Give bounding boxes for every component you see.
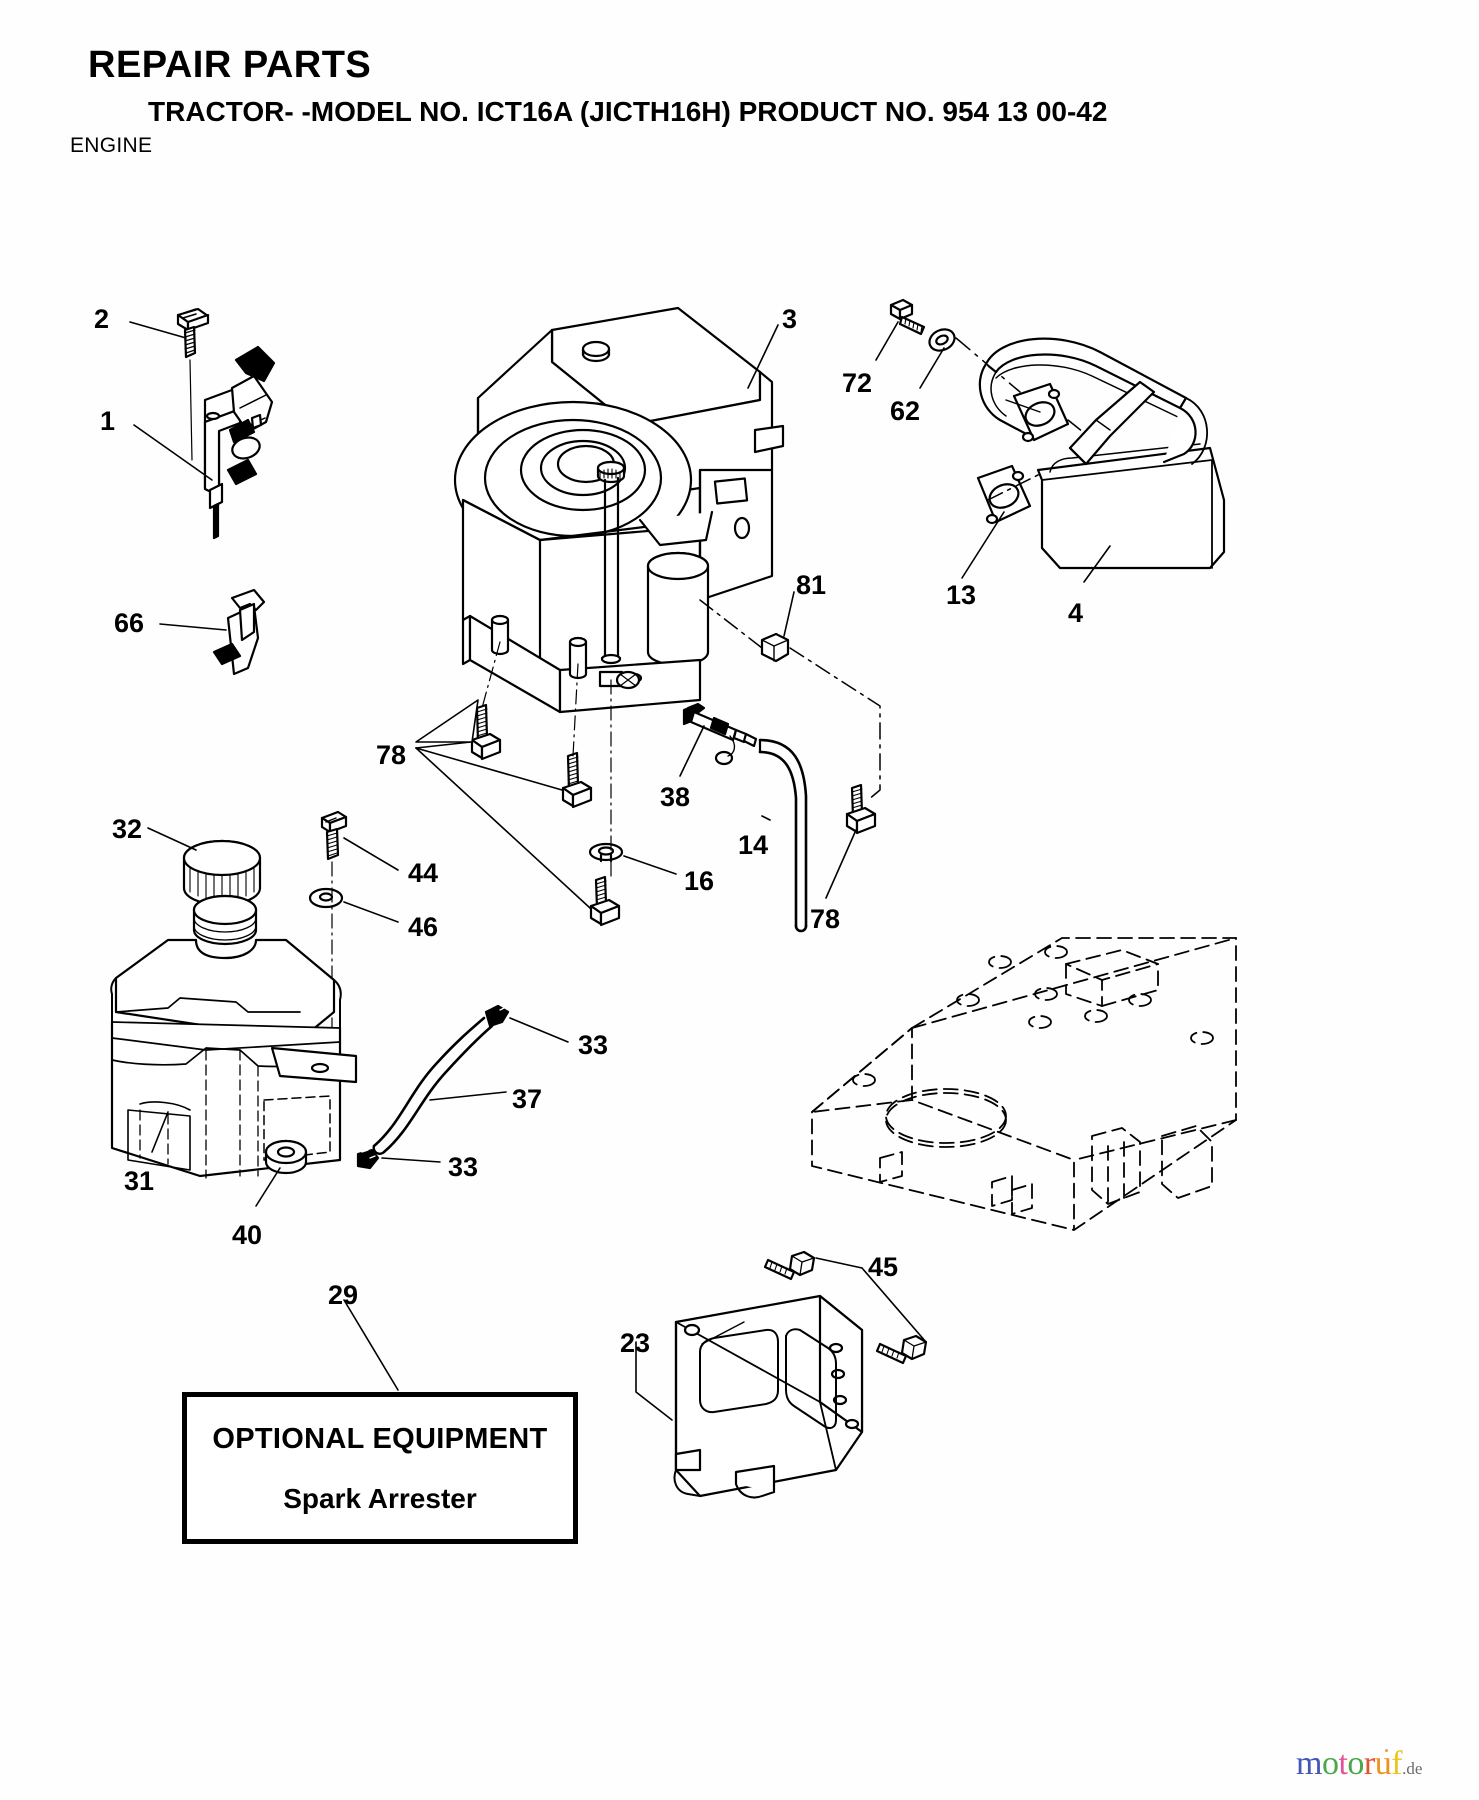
callout-78: 78 [376, 740, 407, 770]
callout-38: 38 [660, 782, 691, 812]
callout-72: 72 [842, 368, 873, 398]
art-chassis-phantom [812, 938, 1236, 1230]
watermark-letter-m: m [1296, 1745, 1322, 1782]
optional-equipment-box: OPTIONAL EQUIPMENT Spark Arrester [182, 1392, 578, 1544]
callout-62: 62 [890, 396, 921, 426]
callout-2: 2 [94, 304, 110, 334]
callout-14: 14 [738, 830, 769, 860]
callout-81: 81 [796, 570, 827, 600]
callout-lead-29 [344, 1300, 398, 1390]
callout-45: 45 [868, 1252, 899, 1282]
motoruf-watermark: motoruf.de • [1296, 1743, 1423, 1783]
callout-32: 32 [112, 814, 143, 844]
watermark-letter-o1: o [1321, 1745, 1339, 1782]
art-engine [455, 308, 783, 712]
art-washer-16 [590, 680, 676, 876]
art-fuel-shutoff-valve [680, 704, 756, 776]
art-bolt-78-right [826, 785, 875, 898]
art-engine-bracket [636, 1252, 926, 1498]
callout-78-right: 78 [810, 904, 841, 934]
watermark-letter-o2: o [1347, 1745, 1364, 1782]
art-engine-mount-bolts [416, 642, 619, 925]
callout-46: 46 [408, 912, 439, 942]
art-throttle-control [130, 309, 274, 538]
model-number-line: TRACTOR- -MODEL NO. ICT16A (JICTH16H) PR… [148, 96, 1108, 127]
callout-31: 31 [124, 1166, 155, 1196]
callout-40: 40 [232, 1220, 263, 1250]
callout-16: 16 [684, 866, 715, 896]
watermark-suffix: .de [1402, 1759, 1423, 1778]
art-nut [700, 592, 880, 800]
watermark-letter-r: r [1363, 1745, 1375, 1782]
watermark-accent-dot-icon: • [1384, 1743, 1389, 1758]
watermark-letter-f: f [1391, 1745, 1403, 1782]
art-clip-bracket [160, 590, 264, 674]
callout-33: 33 [578, 1030, 609, 1060]
callout-66: 66 [114, 608, 145, 638]
callout-23: 23 [620, 1328, 651, 1358]
art-fuel-tank-screw [310, 812, 398, 1148]
art-fuel-tank [111, 896, 356, 1178]
callout-37: 37 [512, 1084, 543, 1114]
callout-3: 3 [782, 304, 798, 334]
callout-29: 29 [328, 1280, 359, 1310]
page-title: REPAIR PARTS [88, 44, 372, 86]
callout-1: 1 [100, 406, 116, 436]
optional-equipment-subtitle: Spark Arrester [283, 1483, 477, 1514]
watermark-letter-u: u [1374, 1745, 1392, 1782]
art-grommet [256, 1141, 306, 1206]
callout-33-lower: 33 [448, 1152, 479, 1182]
art-muffler-bolt-washer [876, 300, 1020, 392]
callout-4: 4 [1068, 598, 1084, 628]
watermark-letter-t: t [1338, 1745, 1348, 1782]
art-fuel-cap [148, 828, 260, 905]
callout-13: 13 [946, 580, 977, 610]
callout-44: 44 [408, 858, 439, 888]
section-label: ENGINE [70, 134, 153, 157]
art-muffler [962, 339, 1224, 582]
optional-equipment-title: OPTIONAL EQUIPMENT [212, 1423, 548, 1455]
